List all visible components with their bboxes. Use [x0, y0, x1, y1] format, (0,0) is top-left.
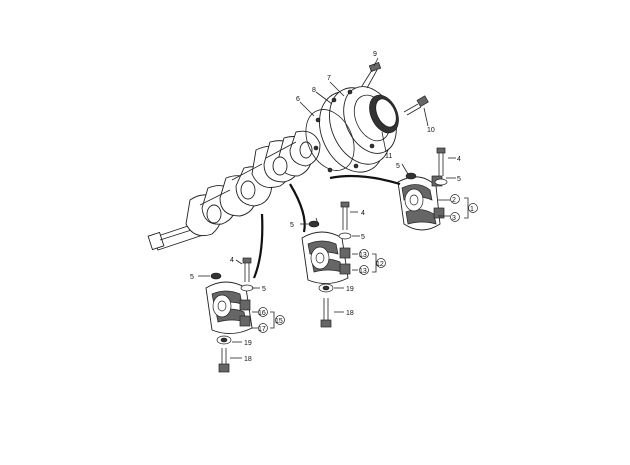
callout-left-15: 15 — [275, 318, 283, 325]
callout-middle-12: 12 — [376, 261, 384, 268]
callout-right-3: 3 — [452, 215, 456, 222]
callout-right-1: 1 — [470, 206, 474, 213]
bolt-10 — [403, 95, 429, 116]
rear-bearing-housing — [305, 86, 397, 173]
callout-right-2: 2 — [452, 197, 456, 204]
callout-right-4: 4 — [457, 156, 461, 163]
callout-middle-18: 18 — [346, 310, 354, 317]
callout-left-5-left: 5 — [190, 274, 194, 281]
callout-left-18: 18 — [244, 356, 252, 363]
crankshaft — [147, 130, 321, 251]
middle-bearing-assembly — [301, 201, 352, 328]
callout-middle-5-right: 5 — [361, 234, 365, 241]
callout-middle-5-left: 5 — [290, 222, 294, 229]
callout-left-17: 17 — [258, 326, 266, 333]
callout-10: 10 — [427, 127, 435, 134]
callout-7: 7 — [327, 75, 331, 82]
right-bearing-assembly — [397, 147, 448, 231]
seal-ring — [369, 94, 399, 134]
callout-middle-13b: 13 — [359, 268, 367, 275]
callout-middle-13a: 13 — [359, 252, 367, 259]
callout-right-5a: 5 — [396, 163, 400, 170]
callout-labels: 9 7 8 6 10 11 5 4 5 2 1 3 5 4 5 13 13 12… — [190, 51, 478, 363]
bolt-9 — [361, 62, 382, 89]
callout-9: 9 — [373, 51, 377, 58]
leader-lines — [198, 57, 469, 359]
callout-6: 6 — [296, 96, 300, 103]
callout-right-5b: 5 — [457, 176, 461, 183]
callout-middle-4: 4 — [361, 210, 365, 217]
callout-left-5-right: 5 — [262, 286, 266, 293]
callout-left-19: 19 — [244, 340, 252, 347]
callout-middle-19: 19 — [346, 286, 354, 293]
callout-8: 8 — [312, 87, 316, 94]
callout-left-4: 4 — [230, 257, 234, 264]
left-bearing-assembly — [205, 257, 254, 373]
callout-11: 11 — [385, 153, 392, 160]
callout-left-16: 16 — [258, 310, 266, 317]
